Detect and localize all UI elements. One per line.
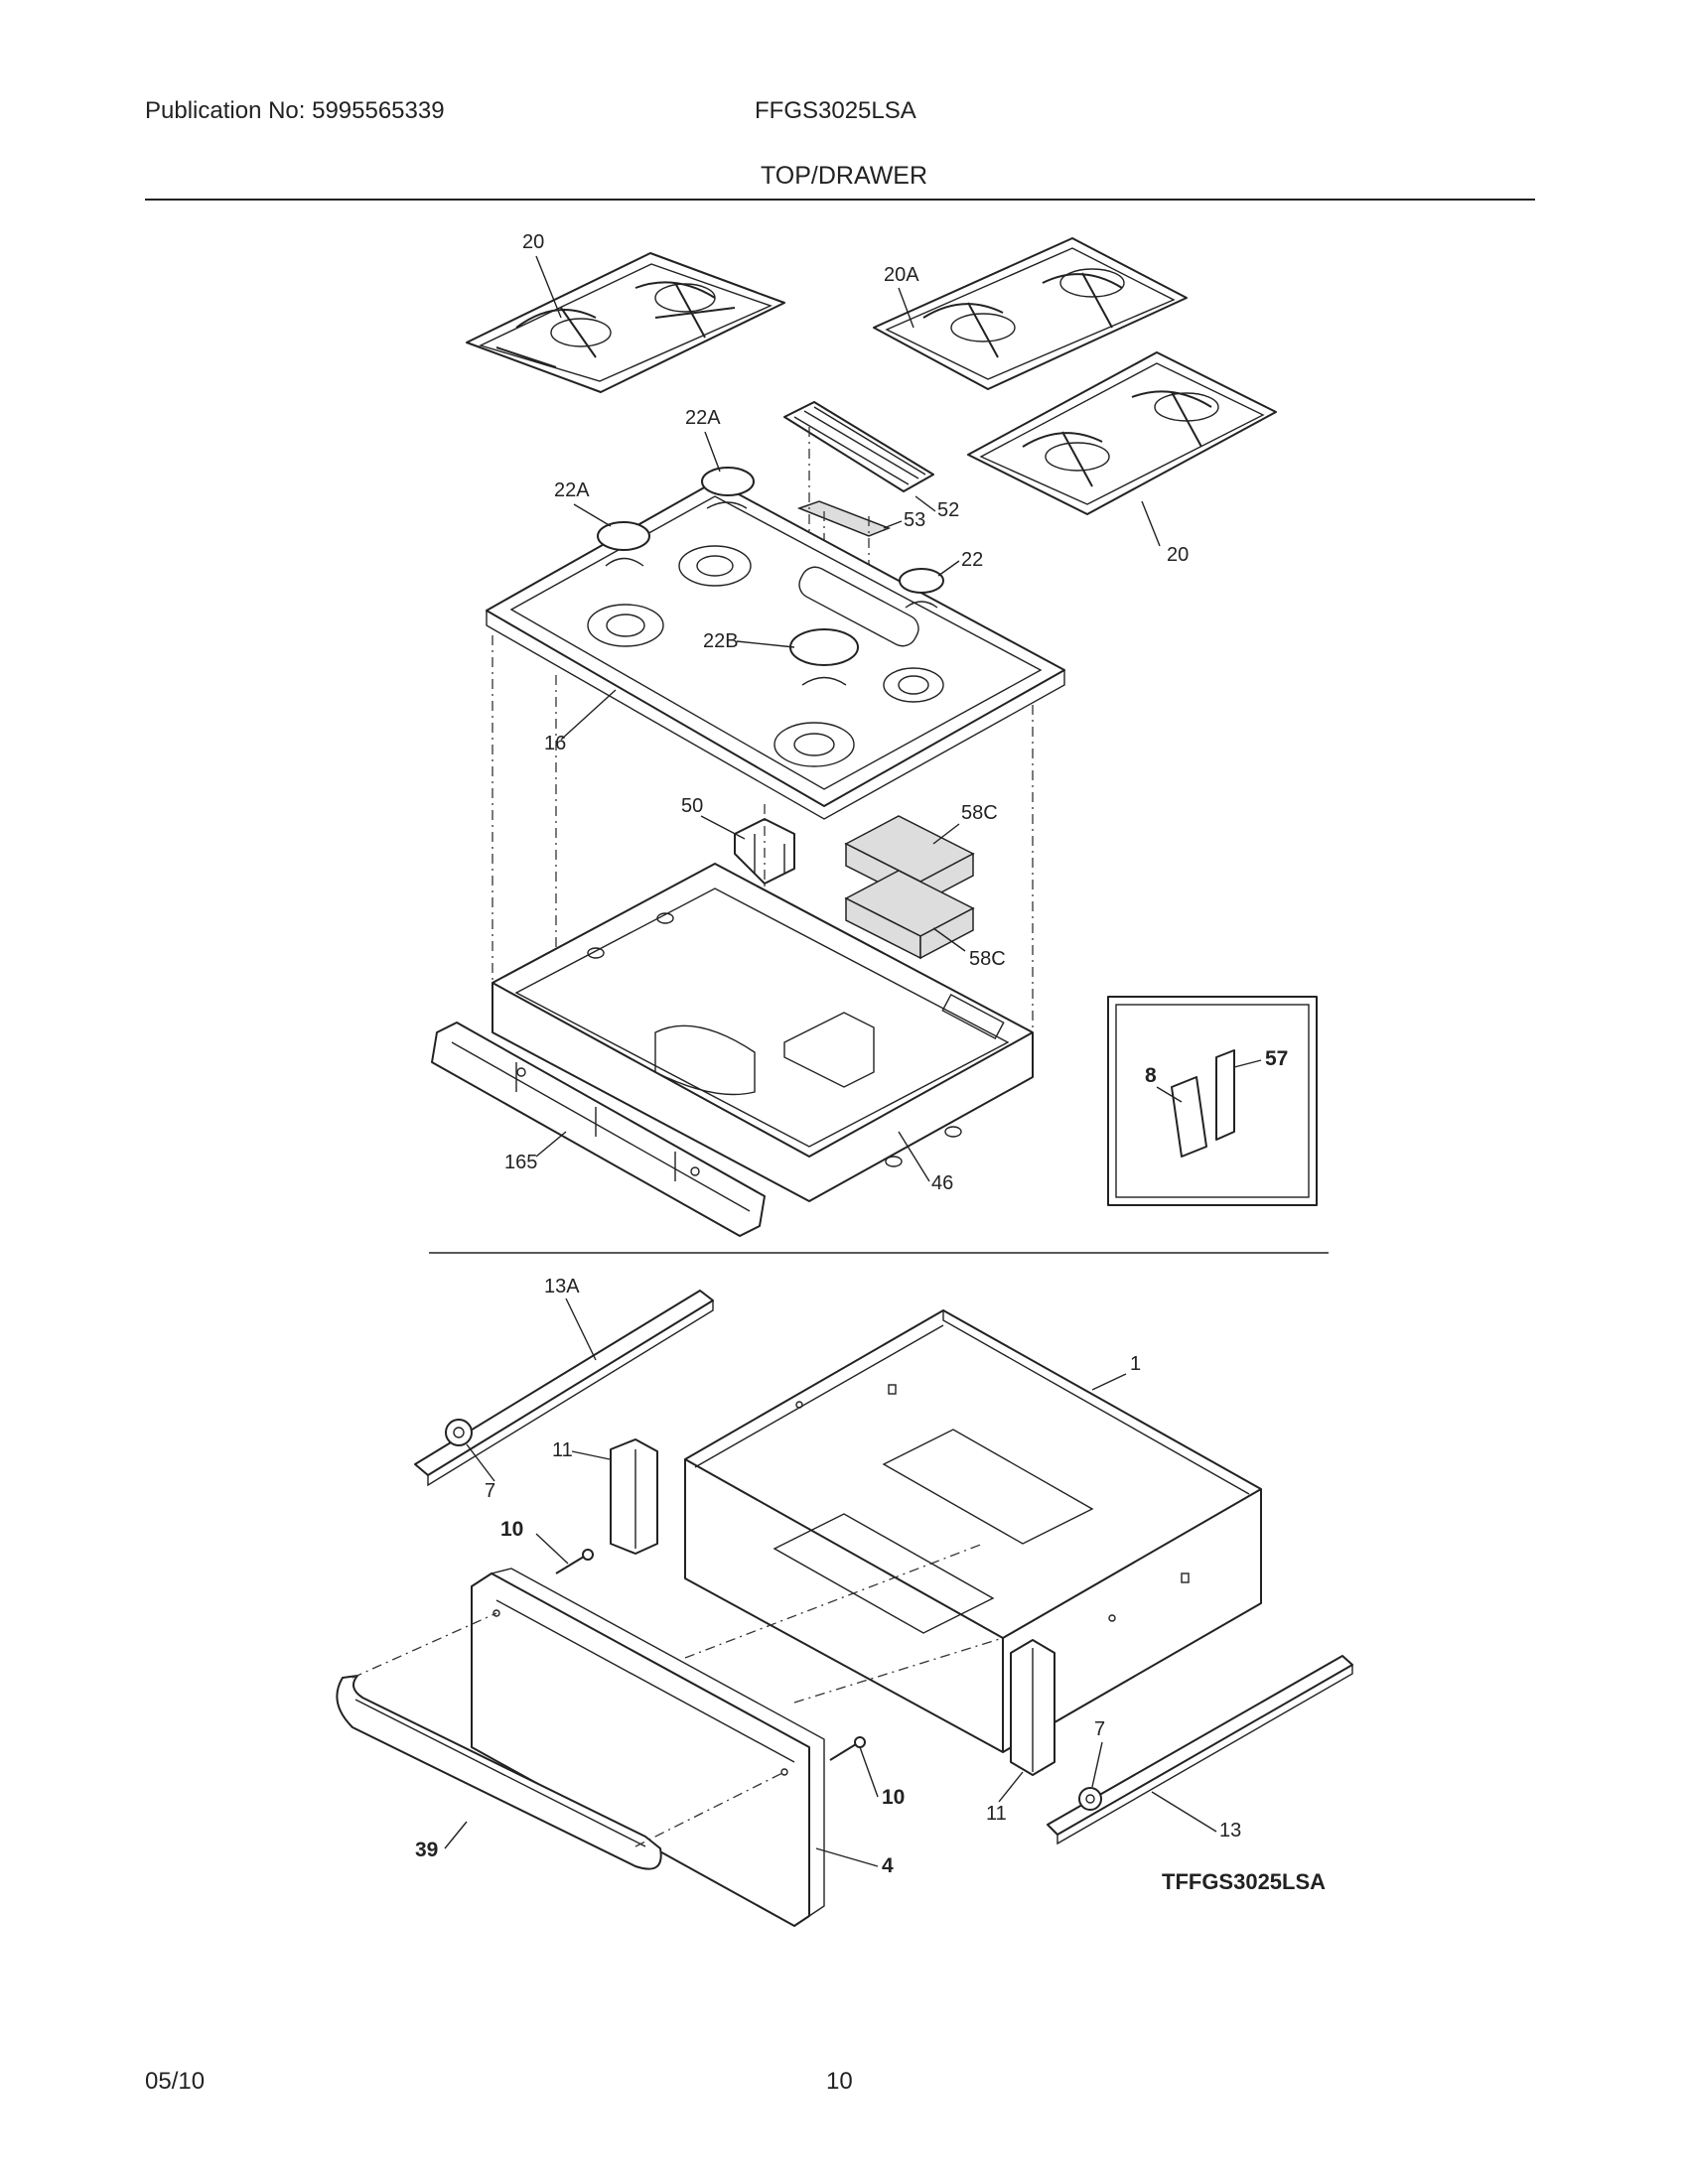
cap-22	[899, 568, 944, 594]
svg-text:1: 1	[1130, 1353, 1141, 1375]
slide-bracket-left	[610, 1438, 658, 1555]
roller-right	[1078, 1787, 1102, 1811]
svg-text:50: 50	[681, 795, 703, 817]
svg-text:39: 39	[415, 1839, 438, 1861]
top-labels: 20 20A 20 22A 22A 22 22B 52 53 16 50 58C…	[504, 231, 1288, 1194]
svg-text:58C: 58C	[961, 802, 998, 824]
cap-22b	[789, 628, 859, 666]
rail-right	[1047, 1655, 1353, 1845]
svg-text:20: 20	[522, 231, 544, 253]
svg-text:22A: 22A	[554, 479, 590, 501]
svg-text:22B: 22B	[703, 630, 739, 652]
roller-left	[445, 1419, 473, 1446]
grate-right	[967, 351, 1277, 515]
svg-text:57: 57	[1265, 1047, 1288, 1070]
publication-number: Publication No: 5995565339	[145, 97, 445, 124]
vent-grille	[796, 500, 892, 537]
grate-20a	[873, 237, 1188, 390]
footer-date: 05/10	[145, 2068, 206, 2095]
svg-text:10: 10	[882, 1786, 905, 1809]
svg-text:4: 4	[882, 1854, 894, 1877]
screw-right	[829, 1736, 866, 1761]
svg-text:11: 11	[552, 1439, 573, 1461]
inset-box	[1107, 996, 1318, 1206]
svg-text:20: 20	[1167, 544, 1189, 566]
drawer-front	[471, 1568, 825, 1927]
svg-text:11: 11	[986, 1803, 1007, 1825]
svg-text:7: 7	[485, 1480, 495, 1502]
svg-text:13A: 13A	[544, 1276, 580, 1297]
svg-text:8: 8	[1145, 1064, 1157, 1087]
svg-text:16: 16	[544, 733, 566, 754]
svg-text:46: 46	[931, 1172, 953, 1194]
svg-text:22A: 22A	[685, 407, 721, 429]
section-title: TOP/DRAWER	[760, 162, 928, 190]
vent-trim	[783, 401, 934, 492]
cap-22a-left	[597, 521, 650, 551]
manifold-bracket	[431, 1022, 766, 1237]
insulation-lower	[844, 870, 975, 960]
slide-bracket-right	[1010, 1639, 1055, 1776]
svg-text:13: 13	[1219, 1820, 1241, 1842]
drawer-labels: 13A 7 1 11 10 10 4 39 11 7 13	[415, 1276, 1241, 1877]
svg-text:22: 22	[961, 549, 983, 571]
svg-text:7: 7	[1094, 1718, 1105, 1740]
screw-left	[555, 1549, 594, 1574]
svg-text:10: 10	[500, 1518, 523, 1541]
svg-text:53: 53	[904, 509, 925, 531]
svg-text:20A: 20A	[884, 264, 919, 286]
diagram-code: TFFGS3025LSA	[1162, 1869, 1326, 1894]
cap-22a-center	[701, 467, 755, 496]
burner-ports	[587, 545, 944, 767]
grate-left	[466, 252, 785, 393]
model-number: FFGS3025LSA	[755, 97, 916, 124]
cooktop	[486, 480, 1065, 820]
svg-text:58C: 58C	[969, 948, 1006, 970]
svg-text:52: 52	[937, 499, 959, 521]
header-rule	[145, 199, 1535, 201]
burner-box	[492, 863, 1034, 1202]
footer-page-number: 10	[826, 2068, 853, 2095]
rail-left	[414, 1290, 714, 1487]
handle	[336, 1675, 662, 1870]
drawer-body	[684, 1309, 1262, 1753]
svg-text:165: 165	[504, 1152, 537, 1173]
